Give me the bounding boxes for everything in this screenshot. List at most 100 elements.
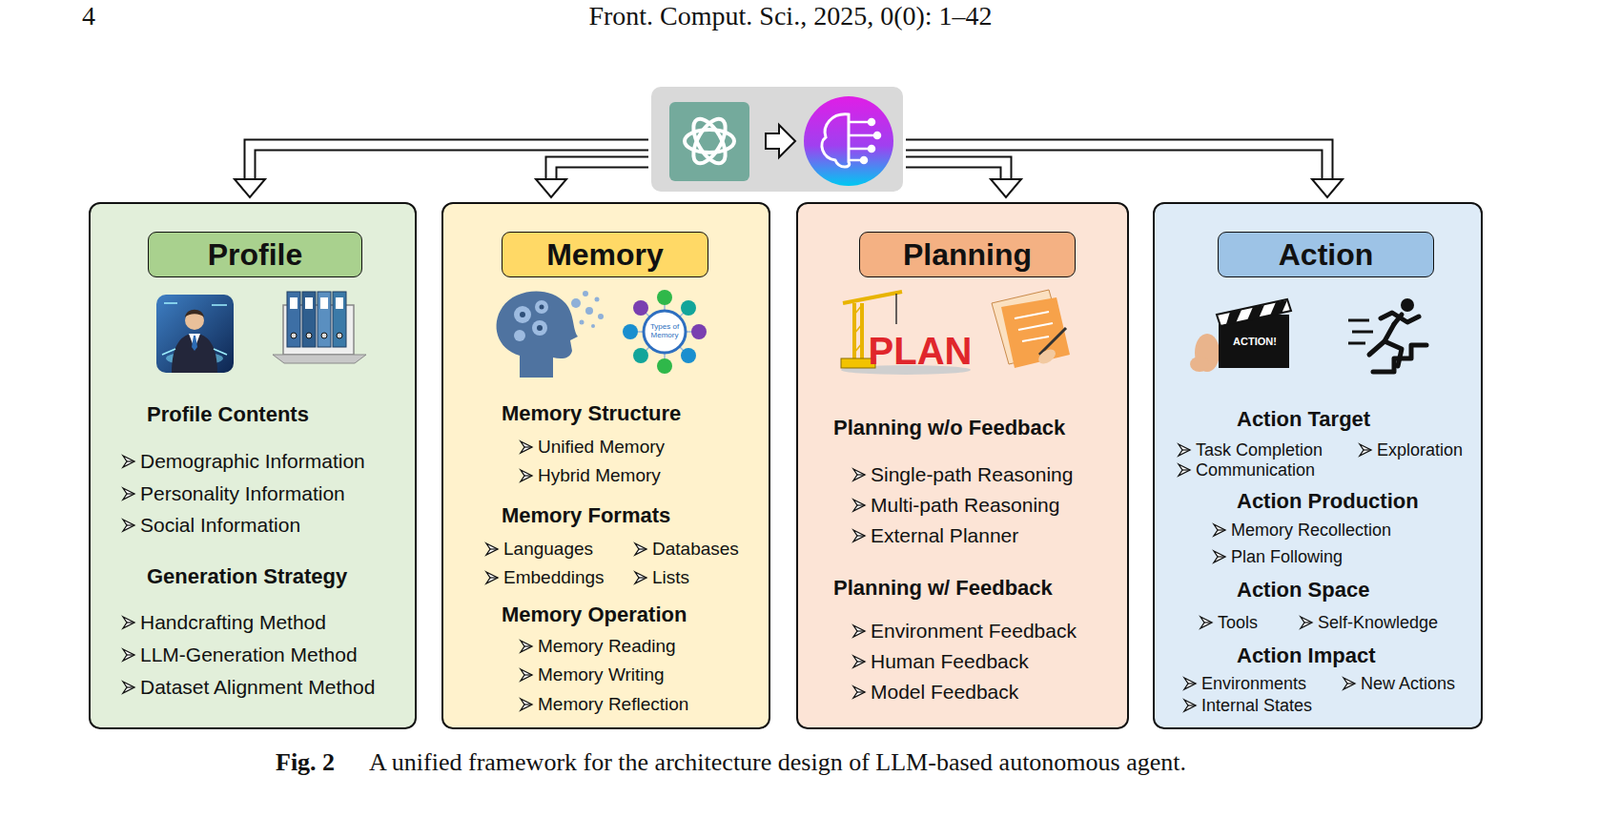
bullet-arrow (519, 668, 534, 682)
bullet-arrow (852, 685, 866, 699)
hollow-arrow (990, 179, 1022, 198)
bullet-arrow-shape (853, 625, 865, 637)
head-gears-icon (597, 313, 604, 320)
component-panel: Action TargetTask CompletionExplorationC… (1152, 202, 1483, 730)
businessman-icon (184, 309, 205, 318)
bullet-arrow-shape (1347, 682, 1355, 684)
model-logo-box (821, 114, 850, 167)
component-title: Memory (502, 237, 708, 273)
paper-hand-icon (1018, 323, 1053, 330)
head-gears-icon (579, 320, 585, 326)
businessman-icon (184, 310, 205, 330)
bullet-arrow-shape (1304, 621, 1313, 623)
memory-types-icon (630, 330, 665, 333)
running-man-icon (1352, 330, 1374, 334)
bullet-item: Handcrafting Method (140, 611, 327, 635)
running-man-icon (1348, 320, 1374, 344)
memory-types-icon (622, 289, 707, 374)
head-gears-icon (594, 297, 600, 303)
binders-laptop-icon (336, 332, 343, 339)
clapperboard-icon (1189, 356, 1210, 372)
hollow-arrow (905, 144, 1328, 182)
bullet-arrow (1212, 550, 1227, 564)
bullet-item: Exploration (1376, 440, 1463, 461)
component-panel: Planning w/o FeedbackSingle-path Reasoni… (796, 202, 1129, 730)
head-gears-icon (496, 291, 578, 378)
bullet-arrow-shape (126, 686, 135, 688)
businessman-icon (191, 335, 198, 351)
binders-laptop-icon (305, 297, 313, 309)
crane-plan-icon (854, 305, 862, 353)
hollow-arrow (234, 144, 1343, 198)
clapperboard-icon (1247, 305, 1265, 321)
head-gears-icon (532, 320, 548, 336)
bullet-arrow-shape (490, 548, 498, 550)
paper-hand-icon (1022, 336, 1049, 342)
bullet-arrow (519, 639, 534, 654)
hollow-arrow (234, 179, 266, 198)
head-gears-icon (571, 290, 604, 329)
model-logo-box (687, 113, 733, 168)
memory-types-icon (663, 331, 666, 367)
bullet-arrow-shape (857, 534, 865, 536)
bullet-arrow-shape (857, 691, 865, 693)
clapperboard-icon (1194, 333, 1220, 372)
bullet-arrow (1183, 698, 1197, 713)
crane-plan-icon (895, 293, 898, 325)
paper-hand-icon (1014, 311, 1053, 342)
model-logo-box (874, 132, 881, 139)
businessman-icon (164, 302, 178, 305)
head-gears-icon (519, 311, 526, 318)
bullet-arrow-shape (524, 446, 533, 448)
binders-laptop-icon (289, 297, 298, 309)
bullet-arrow-shape (520, 441, 533, 453)
paper-hand-icon (991, 289, 1067, 365)
bullet-item: Memory Reflection (537, 694, 689, 716)
bullet-arrow (1177, 463, 1191, 477)
binders-laptop-icon (290, 332, 297, 339)
binders-laptop-icon (332, 291, 347, 348)
bullet-item: Unified Memory (537, 436, 665, 458)
bullet-item: Human Feedback (870, 650, 1029, 674)
businessman-icon (171, 333, 218, 373)
component-panel: Profile ContentsDemographic InformationP… (88, 202, 417, 730)
bullet-arrow-shape (1359, 444, 1372, 456)
bullet-arrow-shape (853, 530, 865, 542)
component-title: Profile (148, 237, 362, 273)
model-logo-box (848, 147, 870, 151)
clapperboard-icon (1226, 309, 1242, 325)
bullet-arrow-shape (123, 488, 135, 500)
bullet-item: Memory Recollection (1230, 520, 1392, 541)
running-man-icon (1394, 314, 1402, 325)
bullet-arrow-shape (853, 686, 865, 698)
bullet-arrow-shape (857, 630, 865, 632)
model-logo-box (848, 159, 862, 163)
crane-plan-icon (842, 291, 903, 369)
hollow-arrow (249, 144, 649, 182)
hollow-arrow (234, 179, 1343, 198)
bullet-arrow-shape (524, 674, 533, 676)
bullet-arrow (519, 697, 534, 712)
bullet-arrow-shape (635, 543, 647, 555)
bullet-arrow (634, 571, 648, 585)
memory-types-icon (664, 307, 689, 332)
head-gears-icon (582, 290, 589, 297)
bullet-arrow-shape (520, 698, 533, 711)
bullet-item: New Actions (1360, 674, 1456, 695)
crane-plan-icon (852, 303, 857, 369)
crane-plan-icon (854, 305, 862, 315)
bullet-arrow (519, 440, 534, 454)
memory-types-icon (691, 324, 707, 340)
bullet-arrow-shape (520, 640, 533, 653)
model-logo-box (868, 145, 875, 152)
running-man-icon (1348, 298, 1427, 372)
bullet-arrow-shape (638, 548, 647, 550)
head-gears-icon (513, 300, 549, 342)
bullet-arrow-shape (1178, 464, 1190, 476)
binders-laptop-icon (317, 291, 331, 348)
bullet-item: External Planner (870, 524, 1019, 548)
bullet-arrow (122, 680, 136, 695)
section-heading: Planning w/o Feedback (833, 415, 1066, 440)
